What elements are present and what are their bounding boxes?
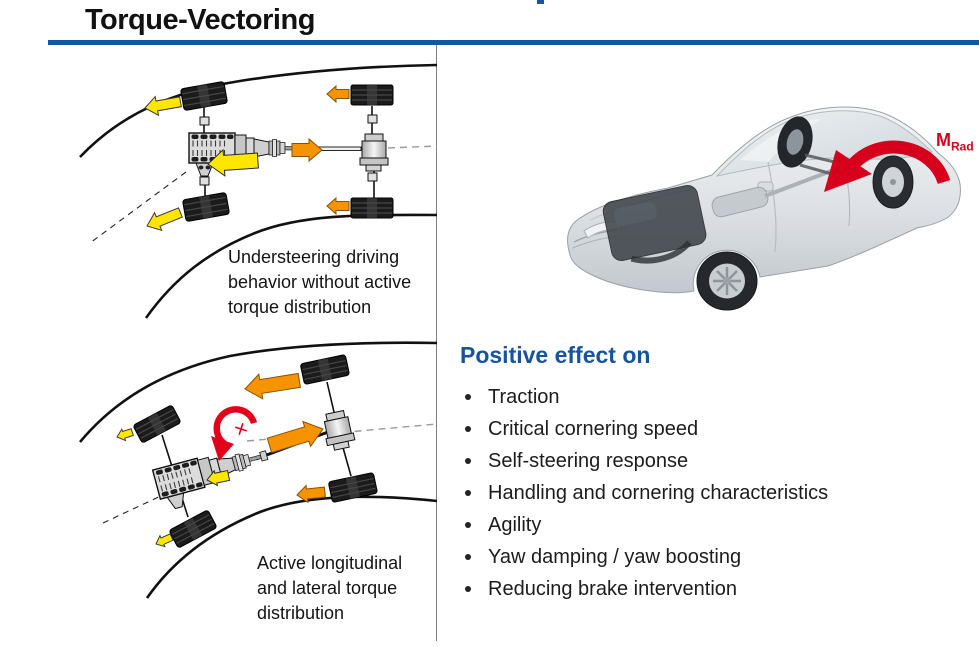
rear-right-tire: [350, 197, 394, 219]
page-title: Torque-Vectoring: [85, 4, 315, 36]
understeer-diagram: [79, 63, 437, 319]
active-distribution-diagram: [79, 341, 437, 599]
rear-axle-shaft: [326, 381, 335, 413]
front-left-tire: [133, 405, 181, 443]
rear-differential: [323, 409, 356, 451]
wheel-torque-label-main: M: [936, 130, 951, 150]
list-item: Handling and cornering characteristics: [461, 477, 971, 509]
list-item: Critical cornering speed: [461, 413, 971, 445]
red-wheel-torque-arrow-icon: [824, 140, 951, 192]
rear-left-tire: [350, 84, 394, 106]
cv-joint: [367, 114, 378, 124]
front-right-tire: [169, 510, 217, 548]
list-item-label: Self-steering response: [488, 449, 689, 472]
trajectory-dashed-line: [89, 171, 187, 244]
bullet-dot: [465, 586, 471, 592]
car-illustration: [567, 106, 961, 311]
yellow-arrow-icon: [207, 148, 259, 177]
orange-arrow-icon: [291, 137, 323, 163]
positive-effect-heading: Positive effect on: [460, 342, 651, 368]
bullet-dot: [465, 394, 471, 400]
orange-arrow-icon: [266, 420, 324, 454]
bullet-dot: [465, 458, 471, 464]
caption-line: behavior without active: [228, 272, 412, 292]
bullet-dot: [465, 490, 471, 496]
cropped-header-mark: [537, 0, 544, 4]
list-item-label: Traction: [488, 385, 560, 408]
bullet-dot: [465, 554, 471, 560]
effects-list: Traction Critical cornering speed Self-s…: [461, 381, 971, 605]
road-outer-edge: [79, 341, 437, 443]
front-right-tire: [182, 192, 230, 222]
list-item-label: Handling and cornering characteristics: [488, 481, 829, 504]
list-item: Yaw damping / yaw boosting: [461, 541, 971, 573]
rear-left-tire: [300, 354, 350, 385]
gearbox-unit: [188, 132, 304, 177]
front-wheel: [696, 251, 758, 311]
title-underline: [48, 40, 979, 45]
caption-line: torque distribution: [228, 297, 372, 317]
yellow-arrow-icon: [146, 207, 183, 232]
axis-dashed-line: [387, 145, 437, 149]
road-inner-edge: [145, 495, 437, 599]
list-item-label: Agility: [488, 513, 542, 536]
car-greenhouse: [715, 110, 933, 177]
gearbox-unit: [151, 450, 269, 510]
trajectory-dashed-line: [102, 479, 196, 524]
caption-line: Understeering driving: [228, 247, 400, 267]
orange-arrow-icon: [326, 84, 350, 104]
road-outer-edge: [79, 63, 437, 158]
orange-arrow-icon: [326, 196, 350, 216]
cv-joint: [367, 172, 378, 182]
bottom-diagram-caption: Active longitudinal and lateral torque d…: [257, 551, 447, 626]
list-item-label: Reducing brake intervention: [488, 577, 738, 600]
rear-wheel: [872, 155, 914, 209]
engine-block: [602, 185, 707, 264]
front-left-tire: [180, 81, 228, 111]
rear-axle-shaft: [341, 443, 352, 477]
top-diagram-caption: Understeering driving behavior without a…: [228, 245, 443, 320]
yellow-arrow-icon: [116, 427, 134, 442]
bullet-dot: [465, 522, 471, 528]
bullet-dot: [465, 426, 471, 432]
red-yaw-arrow-icon: [211, 406, 258, 461]
list-item: Traction: [461, 381, 971, 413]
orange-arrow-icon: [244, 372, 301, 400]
list-item: Agility: [461, 509, 971, 541]
door-line: [767, 161, 777, 253]
axis-dashed-line: [246, 423, 437, 442]
wheel-torque-label-sub: Rad: [951, 139, 974, 154]
list-item-label: Critical cornering speed: [488, 417, 699, 440]
yellow-arrow-icon: [155, 533, 174, 548]
caption-line: and lateral torque: [257, 578, 398, 598]
cv-joint: [199, 176, 210, 186]
list-item: Reducing brake intervention: [461, 573, 971, 605]
wheel-torque-label: MRad: [936, 130, 974, 154]
caption-line: Active longitudinal: [257, 553, 403, 573]
rear-right-tire: [328, 472, 378, 503]
rear-differential: [359, 133, 389, 172]
caption-line: distribution: [257, 603, 345, 623]
yellow-arrow-icon: [206, 469, 231, 487]
list-item: Self-steering response: [461, 445, 971, 477]
orange-arrow-icon: [296, 484, 326, 504]
cv-joint: [199, 116, 210, 126]
list-item-label: Yaw damping / yaw boosting: [488, 545, 742, 568]
yellow-arrow-icon: [144, 95, 182, 117]
